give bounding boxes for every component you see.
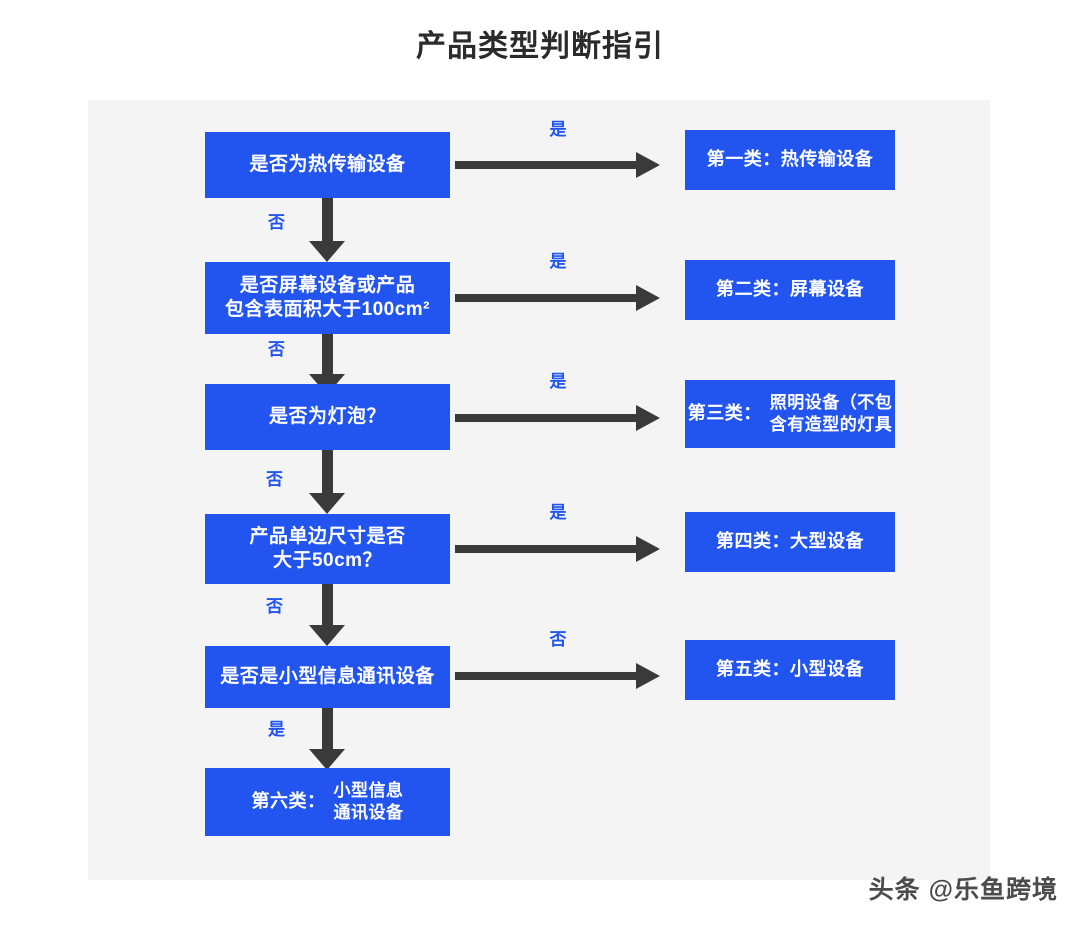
- decision-node-1-label: 是否为热传输设备: [249, 153, 406, 175]
- edge-yes-5-arrowhead: [309, 749, 345, 770]
- edge-yes-5-shaft: [322, 708, 333, 751]
- edge-no-4-arrowhead: [309, 625, 345, 646]
- edge-no-1-label: 否: [268, 213, 285, 232]
- edge-no-4-label: 否: [266, 597, 283, 616]
- result-node-3-tag: 第三类：: [687, 403, 762, 424]
- edge-yes-4-shaft: [455, 545, 638, 553]
- decision-node-2-label-line2: 包含表面积大于100cm²: [225, 299, 430, 320]
- edge-no-5-shaft: [455, 672, 638, 680]
- decision-node-2[interactable]: 是否屏幕设备或产品 包含表面积大于100cm²: [205, 262, 450, 334]
- edge-yes-3: [455, 405, 660, 431]
- edge-no-1: [307, 198, 347, 262]
- result-node-4[interactable]: 第四类：大型设备: [685, 512, 895, 572]
- result-node-5-label: 第五类：小型设备: [716, 659, 864, 680]
- edge-no-4: [307, 584, 347, 646]
- result-node-3-body-line1: 照明设备（不包: [769, 392, 893, 412]
- decision-node-5[interactable]: 是否是小型信息通讯设备: [205, 646, 450, 708]
- decision-node-1[interactable]: 是否为热传输设备: [205, 132, 450, 198]
- edge-no-3-label: 否: [266, 470, 283, 489]
- decision-node-3[interactable]: 是否为灯泡？: [205, 384, 450, 450]
- edge-yes-4: [455, 536, 660, 562]
- decision-node-4-label-line1: 产品单边尺寸是否: [249, 525, 406, 547]
- result-node-1[interactable]: 第一类：热传输设备: [685, 130, 895, 190]
- edge-yes-5-label: 是: [268, 720, 285, 739]
- edge-yes-5: [307, 708, 347, 770]
- result-node-2[interactable]: 第二类：屏幕设备: [685, 260, 895, 320]
- flowchart-panel: 是否为热传输设备 是 第一类：热传输设备 否 是否屏幕设备或产品 包含表面积大于…: [88, 100, 990, 880]
- result-node-3-body-line2: 含有造型的灯具: [769, 415, 893, 434]
- result-node-2-label: 第二类：屏幕设备: [716, 279, 864, 300]
- edge-yes-3-arrowhead: [636, 405, 660, 431]
- edge-yes-4-label: 是: [549, 503, 567, 522]
- edge-no-2-label: 否: [268, 340, 285, 359]
- edge-yes-3-label: 是: [549, 372, 567, 391]
- decision-node-4[interactable]: 产品单边尺寸是否 大于50cm？: [205, 514, 450, 584]
- decision-node-3-label: 是否为灯泡？: [268, 405, 386, 427]
- result-node-6[interactable]: 第六类： 小型信息 通讯设备: [205, 768, 450, 836]
- edge-yes-1-label: 是: [549, 120, 567, 139]
- edge-yes-4-arrowhead: [636, 536, 660, 562]
- edge-no-1-arrowhead: [309, 241, 345, 262]
- edge-yes-3-shaft: [455, 414, 638, 422]
- edge-no-4-shaft: [322, 584, 333, 627]
- result-node-3[interactable]: 第三类： 照明设备（不包 含有造型的灯具: [685, 380, 895, 448]
- edge-no-3: [307, 450, 347, 514]
- decision-node-5-label: 是否是小型信息通讯设备: [220, 665, 435, 687]
- edge-no-3-arrowhead: [309, 493, 345, 514]
- edge-yes-2-label: 是: [549, 252, 567, 271]
- edge-no-2-shaft: [322, 334, 333, 376]
- result-node-6-body-line1: 小型信息: [333, 780, 404, 800]
- edge-no-5: [455, 663, 660, 689]
- edge-yes-2-shaft: [455, 294, 638, 302]
- result-node-4-label: 第四类：大型设备: [716, 531, 864, 552]
- result-node-6-tag: 第六类：: [251, 791, 326, 812]
- edge-yes-1-shaft: [455, 161, 638, 169]
- decision-node-2-label-line1: 是否屏幕设备或产品: [239, 274, 416, 296]
- edge-no-5-arrowhead: [636, 663, 660, 689]
- edge-yes-2: [455, 285, 660, 311]
- edge-yes-2-arrowhead: [636, 285, 660, 311]
- watermark: 头条 @乐鱼跨境: [868, 876, 1058, 904]
- edge-no-1-shaft: [322, 198, 333, 243]
- edge-no-3-shaft: [322, 450, 333, 495]
- decision-node-4-label-line2: 大于50cm？: [272, 550, 383, 571]
- result-node-5[interactable]: 第五类：小型设备: [685, 640, 895, 700]
- edge-no-5-label: 否: [549, 630, 567, 649]
- result-node-1-label: 第一类：热传输设备: [706, 149, 874, 170]
- page-title: 产品类型判断指引: [416, 30, 664, 63]
- result-node-6-body-line2: 通讯设备: [333, 803, 404, 822]
- edge-yes-1: [455, 152, 660, 178]
- edge-yes-1-arrowhead: [636, 152, 660, 178]
